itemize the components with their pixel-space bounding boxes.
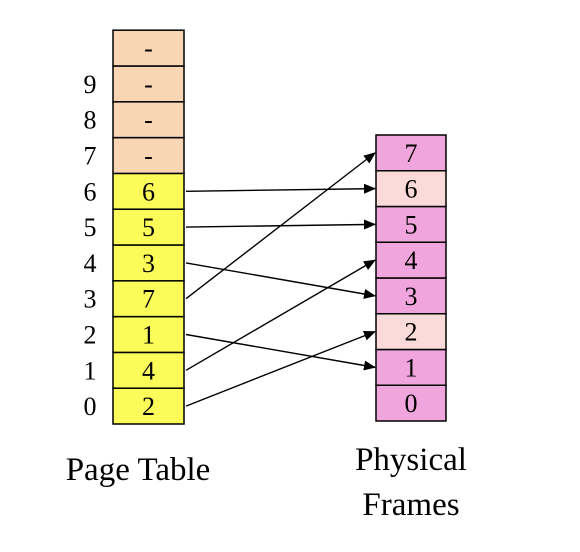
page-table-value: - xyxy=(144,34,153,63)
mapping-arrow xyxy=(185,262,376,299)
page-table-value: 6 xyxy=(142,177,155,206)
physical-frames-caption-line1: Physical xyxy=(355,442,467,478)
page-table-entry: 73 xyxy=(84,280,185,318)
page-index-label: 2 xyxy=(84,321,97,350)
page-index-label: 3 xyxy=(84,285,97,314)
physical-frame: 6 xyxy=(375,170,447,208)
page-index-label: 1 xyxy=(84,356,97,385)
physical-frame: 0 xyxy=(375,384,447,422)
page-table-entry: 20 xyxy=(84,387,185,425)
page-table-cell xyxy=(112,101,185,139)
page-table-entry: -9 xyxy=(84,65,185,103)
page-table-entry: 41 xyxy=(84,351,185,389)
page-table-value: 7 xyxy=(142,285,155,314)
page-table-entry: 55 xyxy=(84,208,185,246)
physical-frames: 0 1 2 3 4 5 6 7 xyxy=(375,134,447,422)
page-table-entry: 66 xyxy=(84,172,185,210)
page-table-entry: -8 xyxy=(84,101,185,139)
page-table-cell xyxy=(112,208,185,246)
physical-frame: 1 xyxy=(375,348,447,386)
physical-frame-label: 6 xyxy=(405,175,418,204)
physical-frame: 4 xyxy=(375,241,447,279)
mapping-arrow xyxy=(185,259,376,371)
physical-frame-cell xyxy=(375,348,447,386)
page-table-cell xyxy=(112,351,185,389)
physical-frame-label: 0 xyxy=(405,389,418,418)
mapping-arrow xyxy=(185,330,376,407)
page-index-label: 0 xyxy=(84,392,97,421)
physical-frame-label: 1 xyxy=(405,353,418,382)
page-table-value: 3 xyxy=(142,249,155,278)
physical-frame: 2 xyxy=(375,313,447,351)
page-index-label: 8 xyxy=(84,106,97,135)
page-table-entry: -7 xyxy=(84,136,185,175)
page-index-label: 6 xyxy=(84,177,97,206)
page-table-value: 2 xyxy=(142,392,155,421)
physical-frames-caption-line2: Frames xyxy=(362,487,459,523)
physical-frame-label: 7 xyxy=(405,139,418,168)
page-table-value: 5 xyxy=(142,213,155,242)
page-index-label: 5 xyxy=(84,213,97,242)
page-table-caption: Page Table xyxy=(66,452,211,488)
page-table-value: - xyxy=(144,70,153,99)
page-table-value: - xyxy=(144,142,153,171)
page-table-value: 4 xyxy=(142,356,155,385)
page-table-entry: - xyxy=(112,29,185,67)
physical-frame-label: 5 xyxy=(405,210,418,239)
page-table-cell xyxy=(112,65,185,103)
page-table-cell xyxy=(112,172,185,210)
page-table-cell xyxy=(112,136,185,175)
physical-frame-label: 3 xyxy=(405,282,418,311)
mapping-arrow xyxy=(185,219,376,230)
physical-frame: 3 xyxy=(375,277,447,315)
physical-frame-cell xyxy=(375,205,447,243)
mapping-arrow xyxy=(185,333,376,371)
physical-frame: 7 xyxy=(375,134,447,172)
mapping-arrow xyxy=(185,183,376,194)
physical-frame: 5 xyxy=(375,205,447,243)
page-table-cell xyxy=(112,244,185,282)
page-table-entry: 34 xyxy=(84,244,185,282)
page-table-value: - xyxy=(144,106,153,135)
mapping-arrows xyxy=(185,152,376,407)
page-table-cell xyxy=(112,387,185,425)
physical-frame-cell xyxy=(375,384,447,422)
physical-frame-cell xyxy=(375,134,447,172)
page-index-label: 9 xyxy=(84,70,97,99)
page-table-cell xyxy=(112,29,185,67)
physical-frame-cell xyxy=(375,170,447,208)
page-index-label: 4 xyxy=(84,249,97,278)
page-index-label: 7 xyxy=(84,142,97,171)
page-table-value: 1 xyxy=(142,321,155,350)
physical-frame-label: 2 xyxy=(405,318,418,347)
page-table-entry: 12 xyxy=(84,315,185,354)
physical-frame-cell xyxy=(375,241,447,279)
physical-frame-cell xyxy=(375,277,447,315)
physical-frame-label: 4 xyxy=(405,246,418,275)
page-table-cell xyxy=(112,280,185,318)
